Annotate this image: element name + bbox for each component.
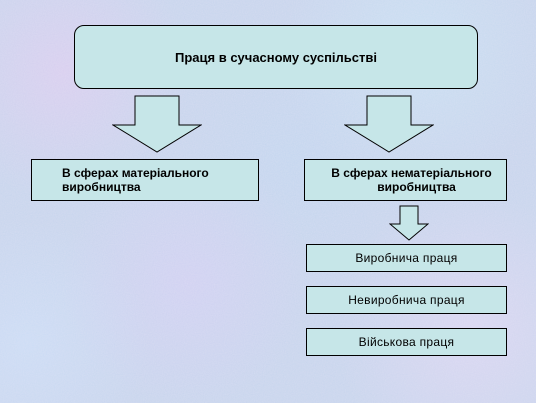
category-material-box: В сферах матеріального виробництва (31, 159, 259, 201)
arrow-down-small (389, 205, 429, 241)
subcategory-military-box: Військова праця (306, 328, 507, 356)
category-material-line1: В сферах матеріального (62, 166, 209, 180)
category-nonmaterial-line1: В сферах нематеріального (331, 166, 492, 180)
title-text: Праця в сучасному суспільстві (175, 49, 377, 65)
arrow-down-left (112, 95, 202, 153)
title-box: Праця в сучасному суспільстві (74, 25, 478, 89)
category-material-line2: виробництва (62, 180, 141, 194)
category-nonmaterial-line2: виробництва (377, 180, 456, 194)
subcategory-productive-text: Виробнича праця (355, 251, 458, 265)
subcategory-nonproductive-box: Невиробнича праця (306, 286, 507, 314)
arrow-down-right (344, 95, 434, 153)
subcategory-nonproductive-text: Невиробнича праця (348, 293, 465, 307)
category-nonmaterial-box: В сферах нематеріального виробництва (304, 159, 507, 201)
subcategory-productive-box: Виробнича праця (306, 244, 507, 272)
subcategory-military-text: Військова праця (358, 335, 455, 349)
